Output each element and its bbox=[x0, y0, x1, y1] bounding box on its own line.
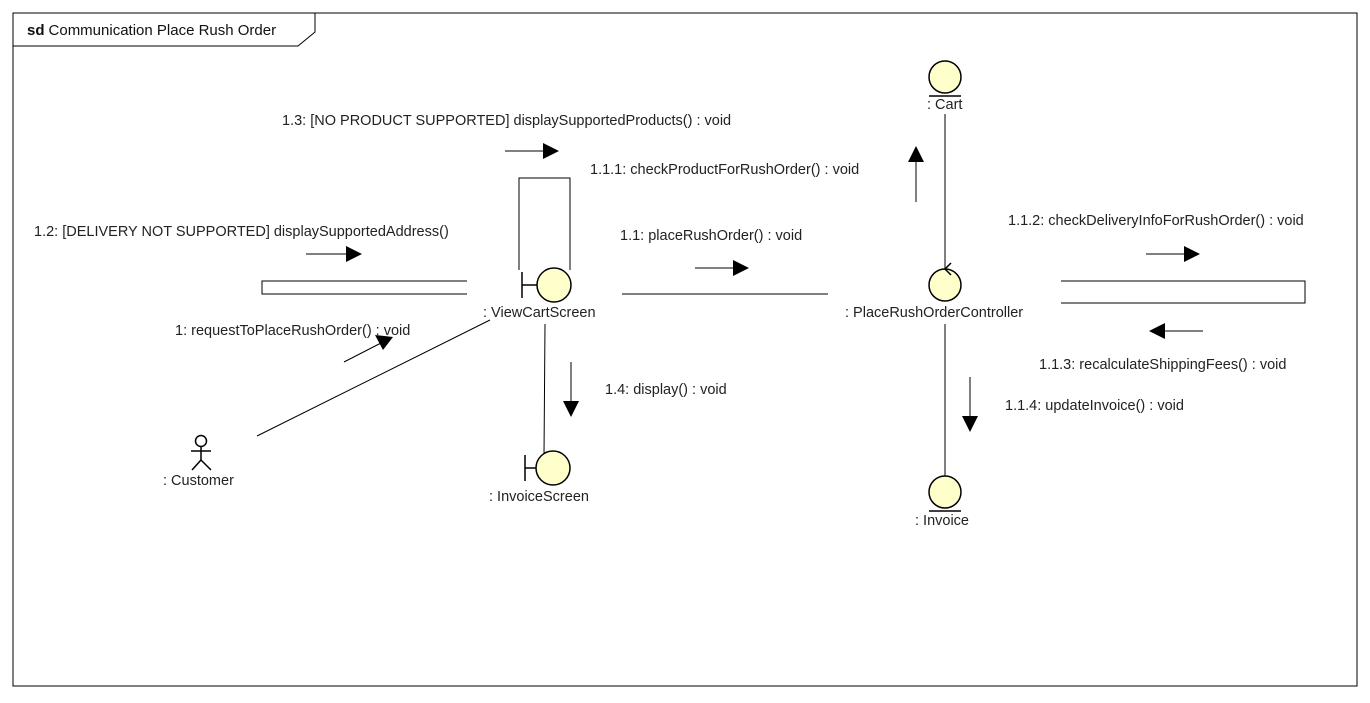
cart-entity-icon bbox=[928, 60, 962, 97]
frame-name: Communication Place Rush Order bbox=[48, 22, 277, 39]
cart-label: : Cart bbox=[927, 97, 963, 113]
message-1-1: 1.1: placeRushOrder() : void bbox=[620, 228, 803, 244]
message-1: 1: requestToPlaceRushOrder() : void bbox=[175, 323, 411, 339]
arrow-1-1-2 bbox=[1146, 246, 1200, 262]
viewcartscreen-label: : ViewCartScreen bbox=[483, 305, 596, 321]
arrow-1-1-1 bbox=[908, 146, 924, 202]
arrow-1-3 bbox=[505, 143, 559, 159]
arrow-1-1 bbox=[695, 260, 749, 276]
arrow-1-1-3 bbox=[1149, 323, 1203, 339]
message-1-2: 1.2: [DELIVERY NOT SUPPORTED] displaySup… bbox=[34, 224, 449, 240]
message-1-3: 1.3: [NO PRODUCT SUPPORTED] displaySuppo… bbox=[282, 113, 732, 129]
arrow-1 bbox=[343, 335, 393, 363]
invoice-label: : Invoice bbox=[915, 513, 969, 529]
invoicescreen-boundary-icon bbox=[524, 450, 571, 486]
message-1-1-3: 1.1.3: recalculateShippingFees() : void bbox=[1039, 357, 1287, 373]
message-1-1-2: 1.1.2: checkDeliveryInfoForRushOrder() :… bbox=[1008, 213, 1304, 229]
self-loop-viewcart bbox=[518, 177, 571, 270]
controller-label: : PlaceRushOrderController bbox=[845, 305, 1024, 321]
link-viewcart-invoicescreen bbox=[543, 323, 546, 457]
customer-actor-icon bbox=[191, 434, 212, 471]
message-1-1-4: 1.1.4: updateInvoice() : void bbox=[1005, 398, 1184, 414]
viewcartscreen-boundary-icon bbox=[521, 267, 572, 303]
frame-keyword: sd bbox=[27, 22, 45, 39]
arrow-1-4 bbox=[563, 362, 579, 417]
arrow-1-1-4 bbox=[962, 377, 978, 432]
frame-border bbox=[12, 12, 1358, 687]
arrow-1-2 bbox=[306, 246, 362, 262]
message-1-4: 1.4: display() : void bbox=[605, 382, 727, 398]
link-customer-viewcart bbox=[256, 319, 491, 437]
invoice-entity-icon bbox=[928, 475, 962, 512]
self-loop-controller bbox=[1061, 280, 1306, 304]
customer-label: : Customer bbox=[163, 473, 234, 489]
self-loop-viewcart-delivery bbox=[261, 280, 467, 295]
frame-tab bbox=[12, 12, 316, 47]
invoicescreen-label: : InvoiceScreen bbox=[489, 489, 589, 505]
controller-control-icon bbox=[928, 262, 962, 302]
message-1-1-1: 1.1.1: checkProductForRushOrder() : void bbox=[590, 162, 860, 178]
